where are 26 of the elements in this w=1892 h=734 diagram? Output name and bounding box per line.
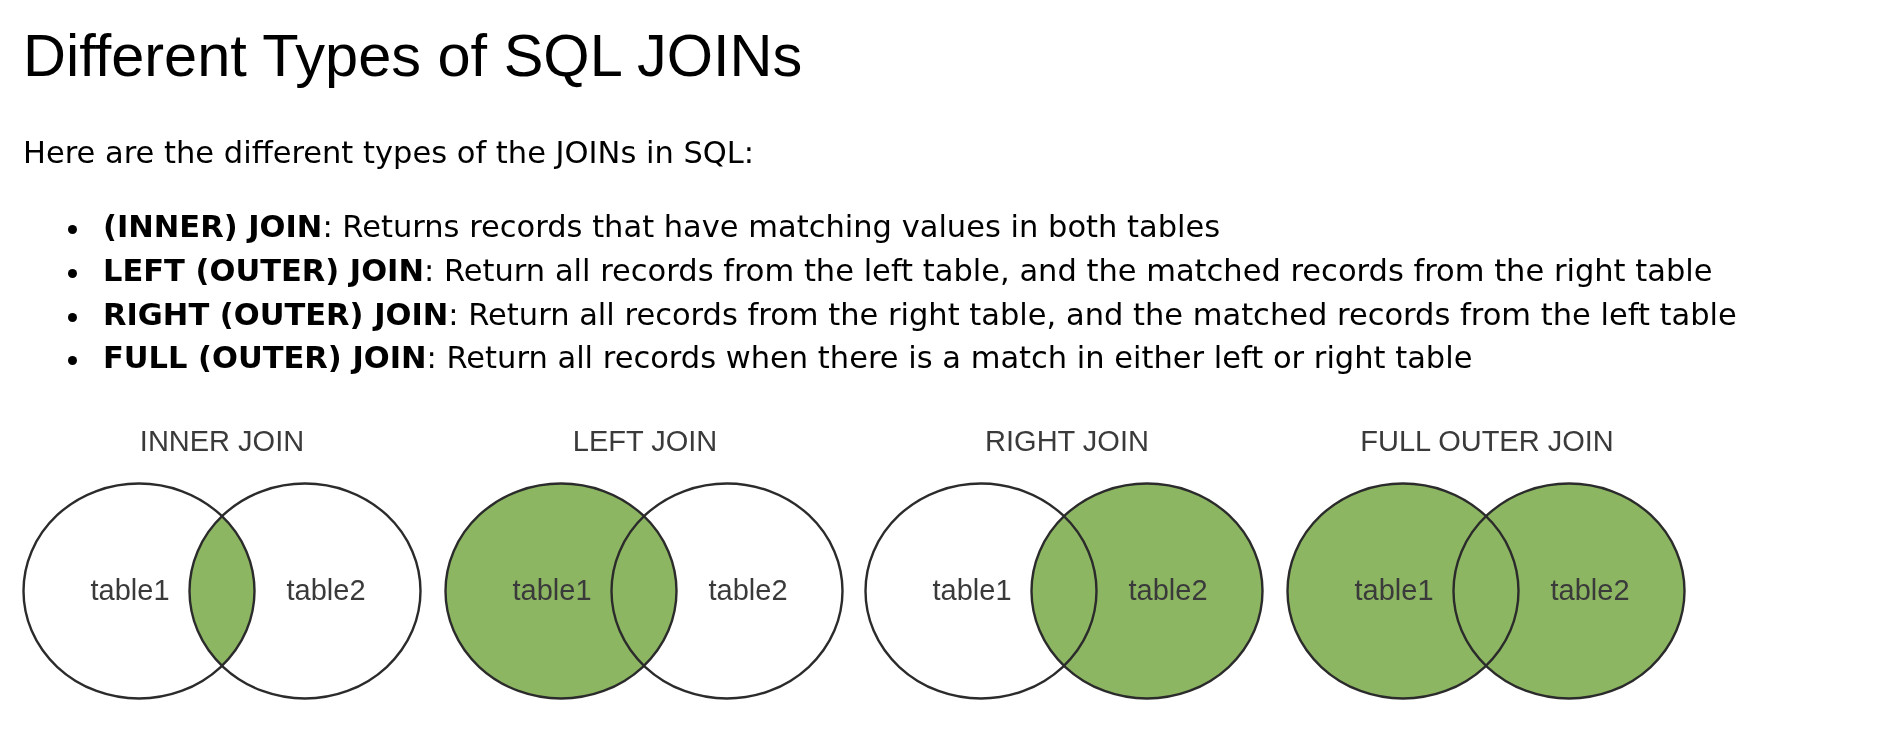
circle-label: table2 (708, 572, 788, 608)
intersection-region (189, 516, 255, 666)
bullet-text: LEFT (OUTER) JOIN: Return all records from the left table, and the matched records from the right table (103, 253, 1713, 290)
circle-label: table1 (932, 572, 1012, 608)
bullet-text: RIGHT (OUTER) JOIN: Return all records from the right table, and the matched records from the left table (103, 297, 1737, 334)
venn-circle (864, 482, 1098, 700)
bullet-text: FULL (OUTER) JOIN: Return all records when there is a match in either left or right table (103, 340, 1473, 377)
venn-circle (1452, 482, 1686, 700)
venn-heading: INNER JOIN (139, 423, 305, 459)
venn-heading: FULL OUTER JOIN (1360, 423, 1614, 459)
page-title: Different Types of SQL JOINs (23, 21, 803, 92)
circle-label: table2 (1128, 572, 1208, 608)
venn-circle (1030, 482, 1264, 700)
venn-circle (444, 482, 678, 700)
circle-label: table2 (286, 572, 366, 608)
circle-label: table1 (512, 572, 592, 608)
intro-text: Here are the different types of the JOINs in SQL: (23, 135, 755, 172)
venn-circle (22, 482, 256, 700)
circle-label: table1 (90, 572, 170, 608)
circle-label: table2 (1550, 572, 1630, 608)
circle-label: table1 (1354, 572, 1434, 608)
bullet-text: (INNER) JOIN: Returns records that have matching values in both tables (103, 209, 1221, 246)
venn-heading: RIGHT JOIN (985, 423, 1149, 459)
venn-heading: LEFT JOIN (572, 423, 718, 459)
venn-circle (610, 482, 844, 700)
venn-circle (188, 482, 422, 700)
